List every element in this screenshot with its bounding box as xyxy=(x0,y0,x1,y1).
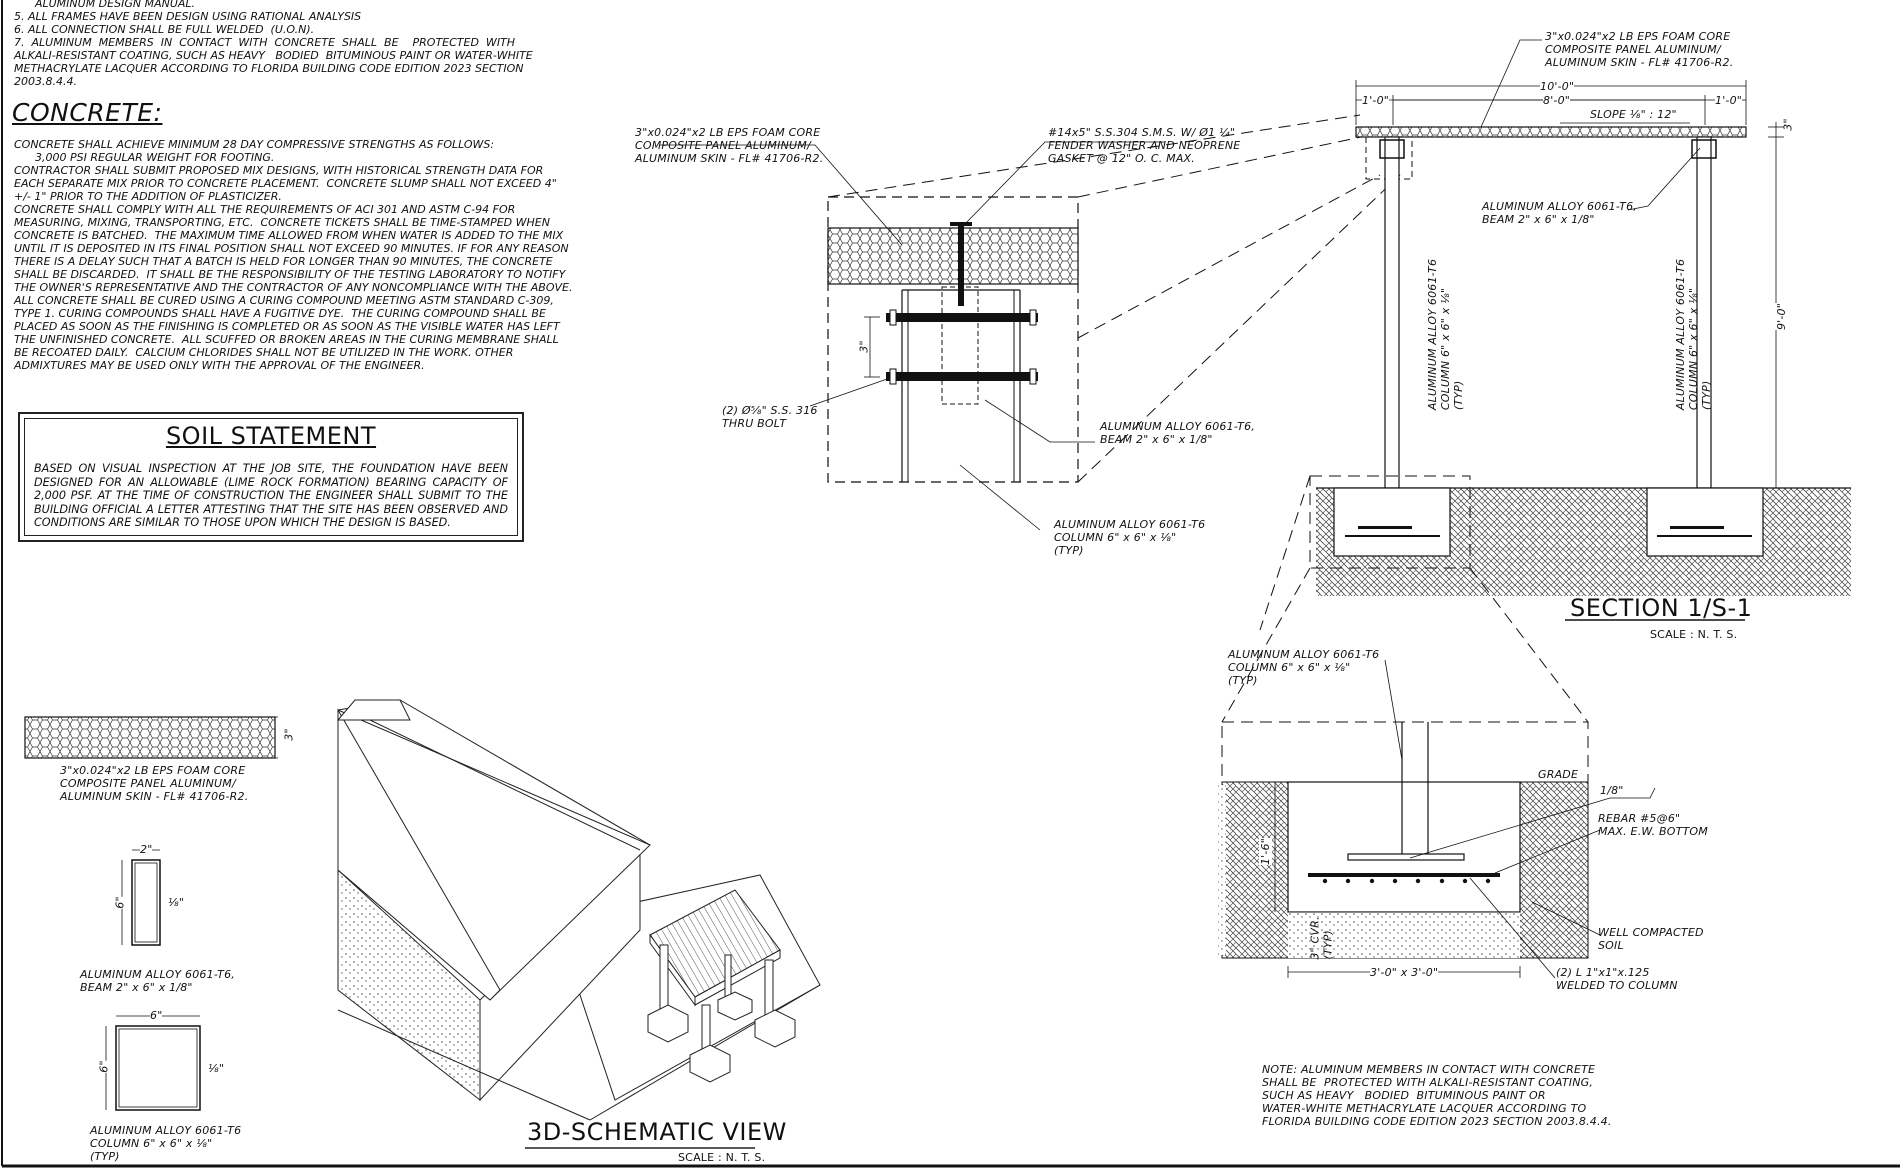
section-dim-3in: 3" xyxy=(1781,118,1795,131)
concrete-line: CONCRETE SHALL ACHIEVE MINIMUM 28 DAY CO… xyxy=(14,138,495,151)
concrete-line: EACH SEPARATE MIX PRIOR TO CONCRETE PLAC… xyxy=(14,177,557,190)
rebar-callout: REBAR #5@6" MAX. E.W. BOTTOM xyxy=(1598,812,1708,838)
beam-callout: ALUMINUM ALLOY 6061-T6, BEAM 2" x 6" x 1… xyxy=(1100,420,1256,446)
concrete-line: THE OWNER'S REPRESENTATIVE AND THE CONTR… xyxy=(14,281,573,294)
note-line: ALKALI-RESISTANT COATING, SUCH AS HEAVY … xyxy=(14,49,533,62)
screw-callout: #14x5" S.S.304 S.M.S. W/ Ø1 ¼" FENDER WA… xyxy=(1048,126,1241,165)
concrete-line: MEASURING, MIXING, TRANSPORTING, ETC. CO… xyxy=(14,216,550,229)
coating-note: NOTE: ALUMINUM MEMBERS IN CONTACT WITH C… xyxy=(1262,1063,1612,1128)
section-dim-10ft: 10'-0" xyxy=(1540,80,1575,93)
note-line: 7. ALUMINUM MEMBERS IN CONTACT WITH CONC… xyxy=(14,36,516,49)
note-line: 2003.8.4.4. xyxy=(14,75,77,88)
section-slope: SLOPE ⅛" : 12" xyxy=(1590,108,1677,121)
footing-depth-dim: 1'-6" xyxy=(1259,837,1273,866)
legend-column-width: 6" xyxy=(150,1009,163,1022)
note-line: 6. ALL CONNECTION SHALL BE FULL WELDED (… xyxy=(14,23,315,36)
concrete-heading: CONCRETE: xyxy=(12,98,163,127)
soil-statement-box: SOIL STATEMENT BASED ON VISUAL INSPECTIO… xyxy=(18,412,524,542)
general-notes: ALUMINUM DESIGN MANUAL. 5. ALL FRAMES HA… xyxy=(14,0,584,88)
section-beam-callout: ALUMINUM ALLOY 6061-T6, BEAM 2" x 6" x 1… xyxy=(1482,200,1638,226)
section-column-label-right: ALUMINUM ALLOY 6061-T6 COLUMN 6" x 6" x … xyxy=(1674,258,1714,411)
footing-detail xyxy=(1218,659,1656,979)
soil-statement-body: BASED ON VISUAL INSPECTION AT THE JOB SI… xyxy=(34,462,508,529)
concrete-line: PLACED AS SOON AS THE FINISHING IS COMPL… xyxy=(14,320,560,333)
concrete-line: ALL CONCRETE SHALL BE CURED USING A CURI… xyxy=(14,294,554,307)
legend-column-thickness: ⅛" xyxy=(208,1062,225,1075)
concrete-line: +/- 1" PRIOR TO THE ADDITION OF PLASTICI… xyxy=(14,190,282,203)
soil-statement-title: SOIL STATEMENT xyxy=(165,422,377,450)
legend-column-label: ALUMINUM ALLOY 6061-T6 COLUMN 6" x 6" x … xyxy=(90,1124,242,1163)
concrete-line: CONCRETE IS BATCHED. THE MAXIMUM TIME AL… xyxy=(14,229,564,242)
section-panel-callout: 3"x0.024"x2 LB EPS FOAM CORE COMPOSITE P… xyxy=(1545,30,1734,69)
concrete-notes: CONCRETE SHALL ACHIEVE MINIMUM 28 DAY CO… xyxy=(14,138,589,372)
legend-beam-height: 6" xyxy=(113,896,127,909)
concrete-line: SHALL BE DISCARDED. IT SHALL BE THE RESP… xyxy=(14,268,566,281)
concrete-line: UNTIL IT IS DEPOSITED IN ITS FINAL POSIT… xyxy=(14,242,569,255)
footing-width-dim: 3'-0" x 3'-0" xyxy=(1370,966,1439,979)
section-title: SECTION 1/S-1 xyxy=(1570,594,1753,622)
concrete-line: CONCRETE SHALL COMPLY WITH ALL THE REQUI… xyxy=(14,203,516,216)
section-dim-1ft-right: 1'-0" xyxy=(1715,94,1743,107)
section-dim-1ft-left: 1'-0" xyxy=(1362,94,1390,107)
bolt-callout: (2) Ø⅝" S.S. 316 THRU BOLT xyxy=(722,404,818,430)
footing-column-callout: ALUMINUM ALLOY 6061-T6 COLUMN 6" x 6" x … xyxy=(1228,648,1380,687)
concrete-line: THE UNFINISHED CONCRETE. ALL SCUFFED OR … xyxy=(14,333,559,346)
bolt-spacing-dim: 3" xyxy=(857,340,871,353)
concrete-line: 3,000 PSI REGULAR WEIGHT FOR FOOTING. xyxy=(14,151,275,164)
schematic-scale: SCALE : N. T. S. xyxy=(678,1151,766,1164)
soil-statement-inner-border xyxy=(24,418,518,536)
schematic-title: 3D-SCHEMATIC VIEW xyxy=(527,1118,787,1146)
section-column-label-left: ALUMINUM ALLOY 6061-T6 COLUMN 6" x 6" x … xyxy=(1426,258,1466,411)
concrete-line: TYPE 1. CURING COMPOUNDS SHALL HAVE A FU… xyxy=(14,307,546,320)
concrete-line: BE RECOATED DAILY. CALCIUM CHLORIDES SHA… xyxy=(14,346,514,359)
column-callout: ALUMINUM ALLOY 6061-T6 COLUMN 6" x 6" x … xyxy=(1054,518,1206,557)
angle-callout: (2) L 1"x1"x.125 WELDED TO COLUMN xyxy=(1556,966,1678,992)
note-line: 5. ALL FRAMES HAVE BEEN DESIGN USING RAT… xyxy=(14,10,362,23)
concrete-line: THERE IS A DELAY SUCH THAT A BATCH IS HE… xyxy=(14,255,553,268)
panel-callout: 3"x0.024"x2 LB EPS FOAM CORE COMPOSITE P… xyxy=(635,126,824,165)
section-elevation xyxy=(1221,39,1851,723)
section-dim-9ft: 9'-0" xyxy=(1775,302,1789,331)
connection-detail xyxy=(660,114,1401,531)
legend-column-height: 6" xyxy=(97,1060,111,1073)
legend-beam-thickness: ⅛" xyxy=(168,896,185,909)
concrete-line: CONTRACTOR SHALL SUBMIT PROPOSED MIX DES… xyxy=(14,164,544,177)
soil-callout: WELL COMPACTED SOIL xyxy=(1598,926,1704,952)
legend-panel-label: 3"x0.024"x2 LB EPS FOAM CORE COMPOSITE P… xyxy=(60,764,249,803)
legend-panel-dim: 3" xyxy=(282,728,296,741)
weld-symbol: 1/8" xyxy=(1600,784,1624,797)
legend-beam-label: ALUMINUM ALLOY 6061-T6, BEAM 2" x 6" x 1… xyxy=(80,968,236,994)
cover-dim: 3" CVR. (TYP) xyxy=(1308,916,1335,960)
legend-beam-width: 2" xyxy=(140,843,153,856)
grade-label: GRADE xyxy=(1538,768,1579,781)
schematic-3d xyxy=(336,699,821,1149)
note-line: METHACRYLATE LACQUER ACCORDING TO FLORID… xyxy=(14,62,524,75)
legend-details xyxy=(24,716,278,1111)
section-scale: SCALE : N. T. S. xyxy=(1650,628,1738,641)
concrete-line: ADMIXTURES MAY BE USED ONLY WITH THE APP… xyxy=(14,359,425,372)
note-line: ALUMINUM DESIGN MANUAL. xyxy=(14,0,196,10)
section-dim-8ft: 8'-0" xyxy=(1543,94,1571,107)
